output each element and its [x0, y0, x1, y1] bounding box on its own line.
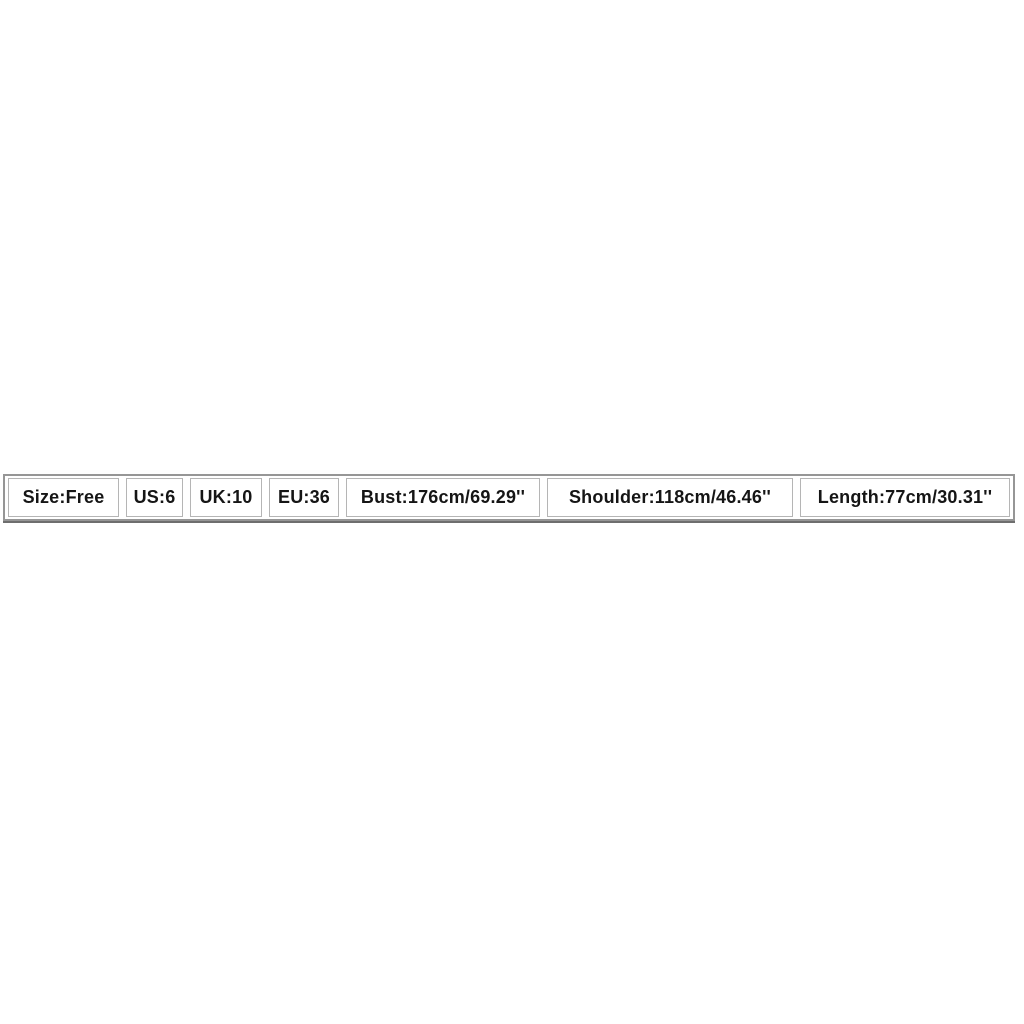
size-chart-cell-label: UK:10 — [199, 487, 253, 507]
size-chart-cell-label: Size:Free — [22, 487, 105, 507]
size-chart-cell: Length:77cm/30.31'' — [800, 478, 1010, 517]
size-chart-cell: US:6 — [126, 478, 183, 517]
size-chart-cell-label: Shoulder:118cm/46.46'' — [568, 487, 772, 507]
size-chart-cell: Size:Free — [8, 478, 119, 517]
size-chart-cell: UK:10 — [190, 478, 262, 517]
size-chart-cell: Shoulder:118cm/46.46'' — [547, 478, 793, 517]
size-chart-cell-label: US:6 — [133, 487, 176, 507]
size-chart-row: Size:Free US:6 UK:10 EU:36 Bust:176cm/69… — [3, 474, 1015, 521]
size-chart-cell-label: Length:77cm/30.31'' — [817, 487, 993, 507]
size-chart-cell: Bust:176cm/69.29'' — [346, 478, 540, 517]
size-chart-cell: EU:36 — [269, 478, 339, 517]
size-chart-cell-label: EU:36 — [277, 487, 331, 507]
size-chart-cell-label: Bust:176cm/69.29'' — [360, 487, 526, 507]
